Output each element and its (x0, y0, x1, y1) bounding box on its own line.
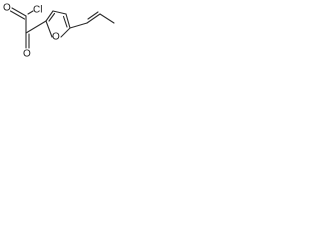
ring-bond-3 (65, 13, 71, 29)
structure-diagram: Cl O O O (3, 3, 115, 60)
bond-c2-ring (25, 20, 47, 34)
chain-bond-2-inner (87, 11, 99, 20)
ring-bond-3-inner (62, 15, 68, 28)
molecule-structure-canvas: Cl O O O (0, 0, 124, 66)
ring-bond-1-inner (48, 12, 56, 22)
ring-bond-5 (45, 20, 53, 38)
atom-label-ring-oxygen: O (52, 32, 60, 43)
ring-bond-2 (52, 10, 67, 15)
bond-c1-cl (27, 10, 34, 15)
atom-label-carbonyl-oxygen-top: O (3, 3, 11, 14)
bond-c1-o1-a (11, 7, 27, 17)
atom-label-chlorine: Cl (33, 5, 42, 16)
ring-bond-4 (60, 27, 71, 38)
bond-lines (9, 7, 115, 49)
chain-bond-3 (99, 13, 115, 24)
chain-bond-1 (69, 22, 88, 29)
chain-bond-2 (86, 13, 101, 24)
bond-c1-o1-b (9, 10, 26, 20)
atom-label-carbonyl-oxygen-bottom: O (23, 49, 31, 60)
ring-bond-1 (45, 10, 54, 22)
